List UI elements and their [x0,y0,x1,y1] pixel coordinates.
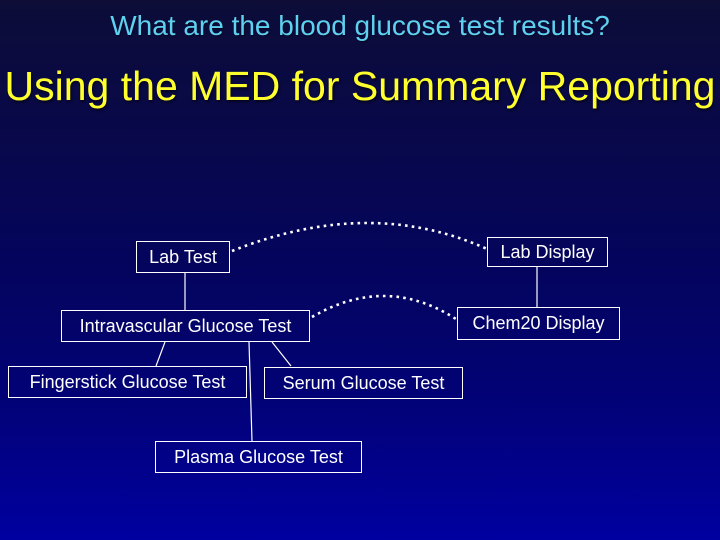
edge-dotted-intravascular-to-chem20 [311,294,457,321]
node-serum-glucose-test: Serum Glucose Test [264,367,463,399]
node-chem20-display: Chem20 Display [457,307,620,340]
node-lab-display: Lab Display [487,237,608,267]
node-intravascular-glucose-test: Intravascular Glucose Test [61,310,310,342]
node-lab-test: Lab Test [136,241,230,273]
slide-subtitle: Using the MED for Summary Reporting [4,63,716,109]
edge-intravascular-to-serum [271,341,292,367]
node-plasma-glucose-test: Plasma Glucose Test [155,441,362,473]
edge-intravascular-to-plasma [248,341,253,442]
node-fingerstick-glucose-test: Fingerstick Glucose Test [8,366,247,398]
edge-dotted-lab-test-to-lab-display [231,221,488,253]
edge-intravascular-to-fingerstick [155,341,166,367]
slide-title: What are the blood glucose test results? [110,10,610,41]
